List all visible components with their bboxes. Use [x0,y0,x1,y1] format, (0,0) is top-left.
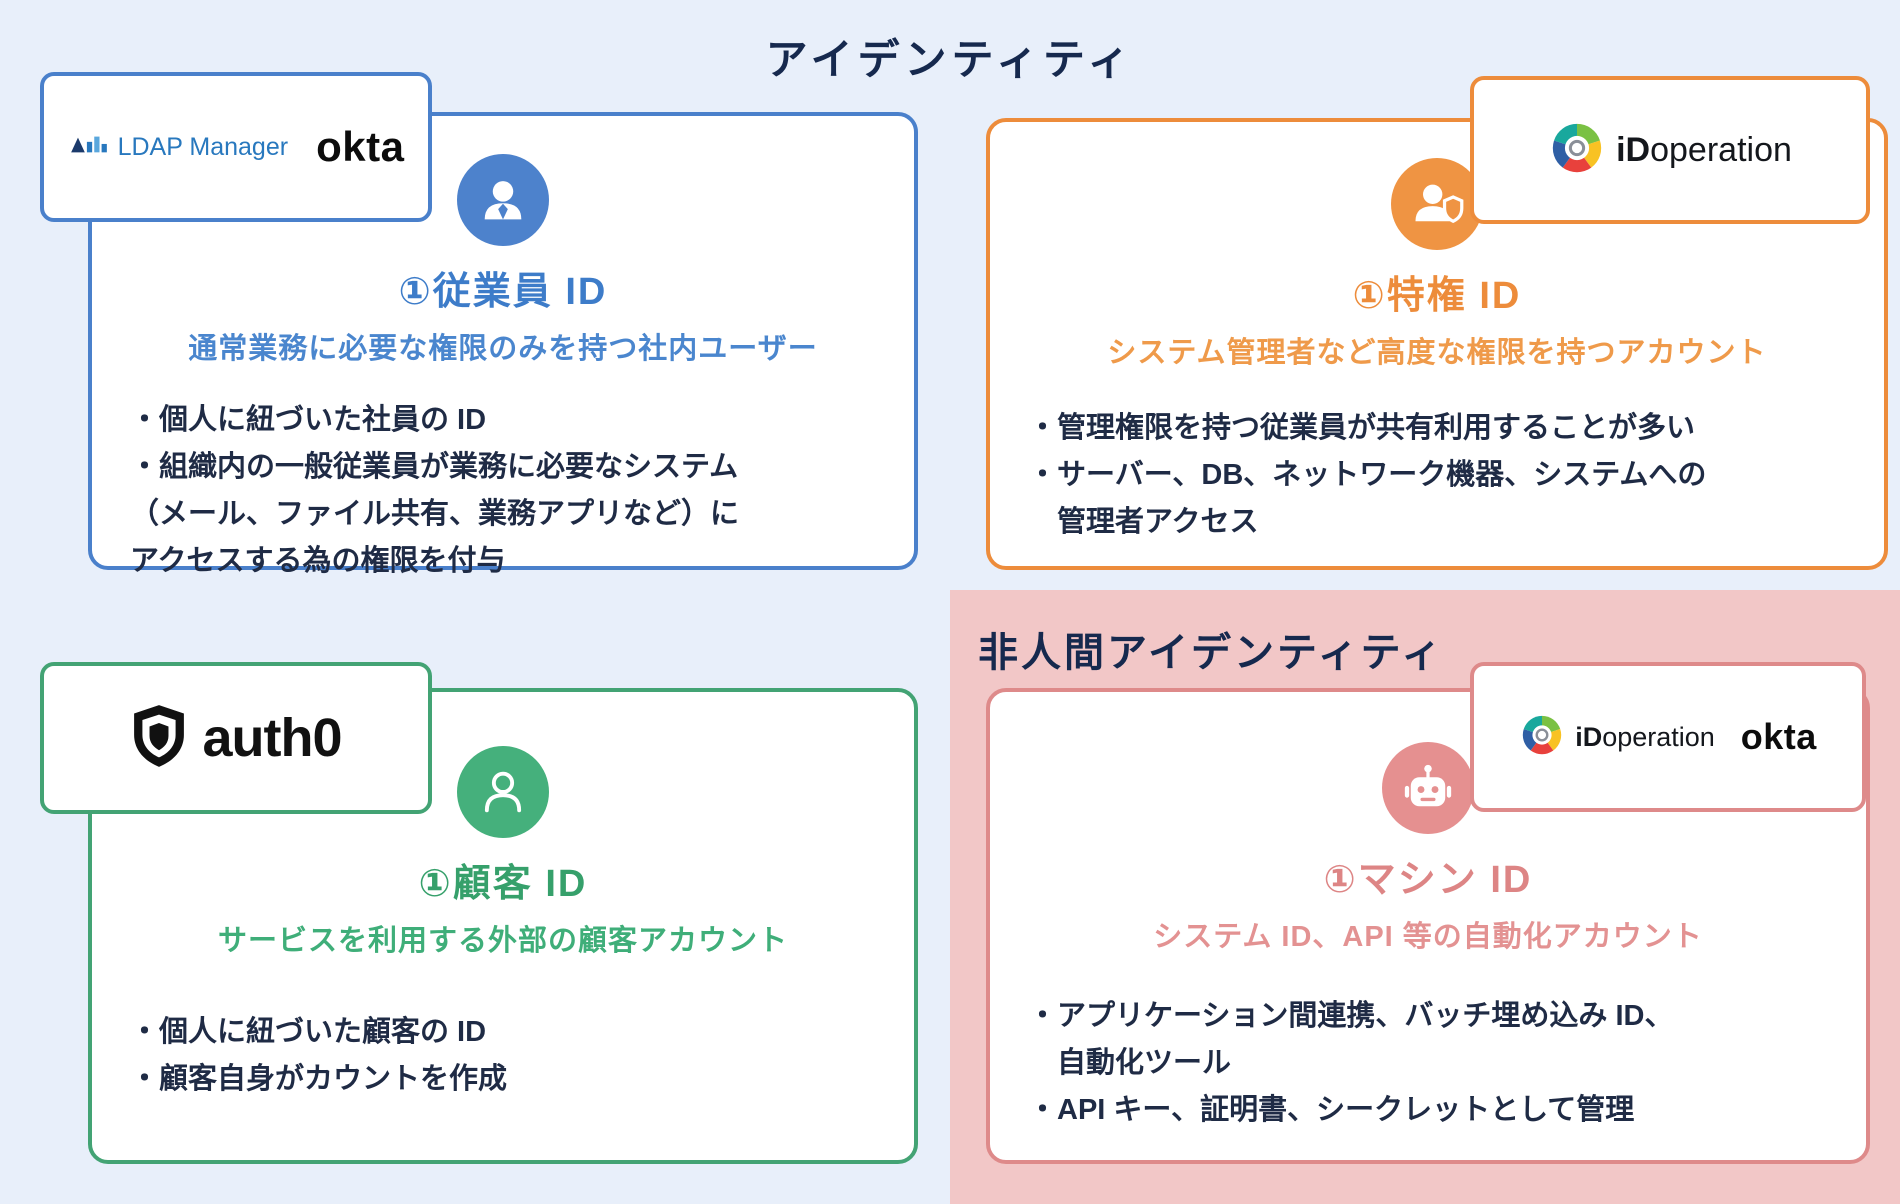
bullet-line: ・個人に紐づいた社員の ID [130,404,487,436]
customer-vendor-logos: auth0 [40,662,432,814]
employee-card-subtitle: 通常業務に必要な権限のみを持つ社内ユーザー [188,333,818,365]
customer-card-bullets: ・個人に紐づいた顧客の ID ・顧客自身がカウントを作成 [92,1009,535,1103]
bullet-line: ・組織内の一般従業員が業務に必要なシステム [130,451,739,483]
idoperation-wordmark: iDoperation [1575,721,1715,752]
idoperation-logo: iDoperation [1548,119,1792,182]
ldap-manager-logo: LDAP Manager [68,130,288,165]
auth0-wordmark: auth0 [202,708,342,768]
machine-card-bullets: ・アプリケーション間連携、バッチ埋め込み ID、 自動化ツール ・API キー、… [990,993,1701,1134]
ldap-manager-wordmark: LDAP Manager [117,132,289,161]
page-title: アイデンティティ [765,36,1135,83]
bullet-line: ・サーバー、DB、ネットワーク機器、システムへの [1028,459,1707,491]
idoperation-logo: iDoperation [1519,712,1715,763]
customer-id-card: ①顧客 ID サービスを利用する外部の顧客アカウント ・個人に紐づいた顧客の I… [88,688,918,1164]
privileged-vendor-logos: iDoperation [1470,76,1870,224]
auth0-logo: auth0 [130,704,343,773]
idoperation-wordmark: iDoperation [1616,130,1792,169]
bullet-line: ・管理権限を持つ従業員が共有利用することが多い [1028,412,1696,444]
privileged-card-bullets: ・管理権限を持つ従業員が共有利用することが多い ・サーバー、DB、ネットワーク機… [990,405,1734,546]
bullet-line: ・API キー、証明書、シークレットとして管理 [1028,1094,1635,1126]
idoperation-ring-icon [1548,119,1606,182]
employee-card-bullets: ・個人に紐づいた社員の ID ・組織内の一般従業員が業務に必要なシステム （メー… [92,397,767,585]
okta-logo: okta [316,123,405,170]
privileged-person-shield-icon [1391,158,1483,250]
bullet-line: 管理者アクセス [1028,506,1259,538]
ldap-manager-mark-icon [68,130,110,165]
bullet-line: （メール、ファイル共有、業務アプリなど）に [130,498,740,530]
privileged-card-heading: ①特権 ID [1352,275,1522,317]
customer-person-icon [457,746,549,838]
employee-id-card: ①従業員 ID 通常業務に必要な権限のみを持つ社内ユーザー ・個人に紐づいた社員… [88,112,918,577]
employee-card-heading: ①従業員 ID [398,271,608,313]
employee-person-icon [457,154,549,246]
bullet-line: 自動化ツール [1028,1047,1232,1079]
okta-logo: okta [1740,716,1817,757]
non-human-section-title: 非人間アイデンティティ [978,631,1445,675]
bullet-line: アクセスする為の権限を付与 [130,545,506,577]
idoperation-ring-icon [1519,712,1565,763]
machine-card-heading: ①マシン ID [1323,859,1533,901]
auth0-shield-icon [130,704,188,773]
machine-robot-icon [1382,742,1474,834]
machine-vendor-logos: iDoperation okta [1470,662,1866,812]
employee-vendor-logos: LDAP Manager okta [40,72,432,222]
privileged-card-subtitle: システム管理者など高度な権限を持つアカウント [1107,337,1767,369]
bullet-line: ・個人に紐づいた顧客の ID [130,1016,487,1048]
bullet-line: ・顧客自身がカウントを作成 [130,1063,508,1095]
customer-card-heading: ①顧客 ID [418,863,588,905]
machine-card-subtitle: システム ID、API 等の自動化アカウント [1153,921,1703,953]
customer-card-subtitle: サービスを利用する外部の顧客アカウント [217,925,788,957]
bullet-line: ・アプリケーション間連携、バッチ埋め込み ID、 [1028,1000,1674,1032]
